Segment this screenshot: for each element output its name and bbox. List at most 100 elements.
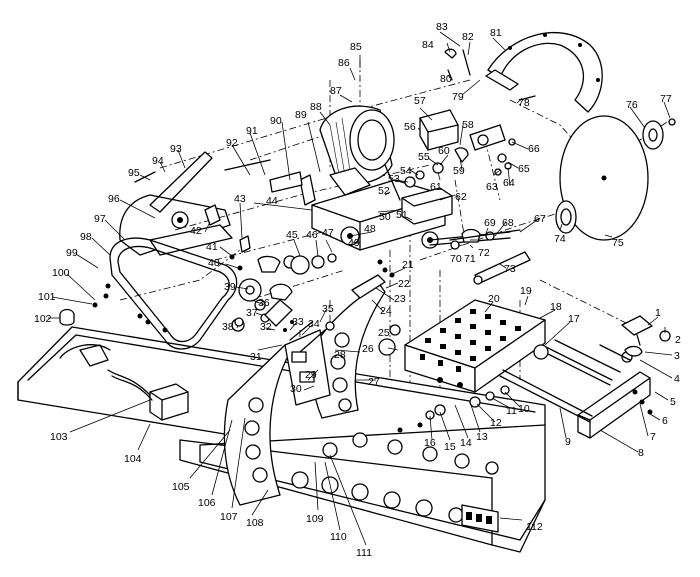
callout-72: 72 xyxy=(478,247,490,259)
electrical-box xyxy=(59,344,189,421)
callout-103: 103 xyxy=(50,431,68,443)
table-grid xyxy=(420,309,521,372)
callout-22: 22 xyxy=(398,278,410,290)
callout-94: 94 xyxy=(152,155,164,167)
callout-88: 88 xyxy=(310,101,322,113)
base-frame xyxy=(17,326,546,553)
callout-33: 33 xyxy=(292,316,304,328)
callout-70: 70 xyxy=(450,253,462,265)
callout-78: 78 xyxy=(518,97,530,109)
callout-41: 41 xyxy=(206,241,218,253)
callout-60: 60 xyxy=(438,145,450,157)
callout-101: 101 xyxy=(38,291,56,303)
callout-51: 51 xyxy=(396,209,408,221)
callout-50: 50 xyxy=(379,211,391,223)
callout-2: 2 xyxy=(675,334,681,346)
callout-5: 5 xyxy=(670,396,676,408)
callout-109: 109 xyxy=(306,513,324,525)
belt-guard xyxy=(224,159,316,206)
guide-rail xyxy=(499,339,651,439)
callout-92: 92 xyxy=(226,137,238,149)
callout-23: 23 xyxy=(394,293,406,305)
callout-99: 99 xyxy=(66,247,78,259)
callout-47: 47 xyxy=(322,227,334,239)
callout-45: 45 xyxy=(286,229,298,241)
callout-52: 52 xyxy=(378,185,390,197)
arbor-hardware xyxy=(449,138,531,285)
callout-110: 110 xyxy=(330,531,347,543)
callout-76: 76 xyxy=(626,99,638,111)
callout-106: 106 xyxy=(198,497,216,509)
callout-15: 15 xyxy=(444,441,456,453)
callout-90: 90 xyxy=(270,115,282,127)
callout-3: 3 xyxy=(674,350,680,362)
callout-97: 97 xyxy=(94,213,106,225)
callout-32: 32 xyxy=(260,321,272,333)
callout-98: 98 xyxy=(80,231,92,243)
callout-31: 31 xyxy=(250,351,262,363)
callout-81: 81 xyxy=(490,27,502,39)
callout-43: 43 xyxy=(234,193,246,205)
callout-111: 111 xyxy=(356,547,372,559)
callout-61: 61 xyxy=(430,181,442,193)
callout-labels: 1 2 3 4 5 6 7 8 9 10 11 12 13 14 15 16 1… xyxy=(34,21,681,559)
motor xyxy=(319,105,401,201)
callout-79: 79 xyxy=(452,91,464,103)
callout-93: 93 xyxy=(170,143,182,155)
callout-19: 19 xyxy=(520,285,532,297)
callout-58: 58 xyxy=(462,119,474,131)
callout-107: 107 xyxy=(220,511,238,523)
callout-102: 102 xyxy=(34,313,52,325)
callout-86: 86 xyxy=(338,57,350,69)
callout-69: 69 xyxy=(484,217,496,229)
leader-lines xyxy=(48,31,673,546)
callout-4: 4 xyxy=(674,373,680,385)
callout-46: 46 xyxy=(306,229,318,241)
callout-55: 55 xyxy=(418,151,430,163)
callout-9: 9 xyxy=(565,436,571,448)
blade-guard xyxy=(444,31,603,151)
callout-27: 27 xyxy=(368,376,380,388)
callout-18: 18 xyxy=(550,301,562,313)
blade-shaft xyxy=(401,109,469,225)
callout-64: 64 xyxy=(503,177,515,189)
callout-59: 59 xyxy=(453,165,465,177)
callout-74: 74 xyxy=(554,233,566,245)
callout-77: 77 xyxy=(660,93,672,105)
callout-8: 8 xyxy=(638,447,644,459)
height-adjust xyxy=(283,320,335,353)
callout-112: 112 xyxy=(526,521,543,533)
callout-105: 105 xyxy=(172,481,190,493)
callout-28: 28 xyxy=(334,349,346,361)
callout-95: 95 xyxy=(128,167,140,179)
callout-12: 12 xyxy=(490,417,502,429)
callout-42: 42 xyxy=(190,225,202,237)
callout-10: 10 xyxy=(518,403,530,415)
callout-14: 14 xyxy=(460,437,472,449)
callout-65: 65 xyxy=(518,163,530,175)
callout-56: 56 xyxy=(404,121,416,133)
callout-17: 17 xyxy=(568,313,580,325)
callout-54: 54 xyxy=(400,165,412,177)
callout-7: 7 xyxy=(650,431,656,443)
callout-24: 24 xyxy=(380,305,392,317)
callout-96: 96 xyxy=(108,193,120,205)
callout-80: 80 xyxy=(440,73,452,85)
callout-6: 6 xyxy=(662,415,668,427)
callout-37: 37 xyxy=(246,307,258,319)
fence-knob xyxy=(621,315,671,415)
callout-89: 89 xyxy=(295,109,307,121)
callout-40: 40 xyxy=(208,257,220,269)
callout-85: 85 xyxy=(350,41,362,53)
callout-91: 91 xyxy=(246,125,258,137)
callout-26: 26 xyxy=(362,343,374,355)
callout-71: 71 xyxy=(464,253,476,265)
callout-75: 75 xyxy=(612,237,624,249)
callout-29: 29 xyxy=(305,369,317,381)
callout-48: 48 xyxy=(364,223,376,235)
callout-21: 21 xyxy=(402,259,414,271)
callout-11: 11 xyxy=(506,405,517,417)
pulley-parts xyxy=(204,204,337,332)
callout-73: 73 xyxy=(504,263,516,275)
